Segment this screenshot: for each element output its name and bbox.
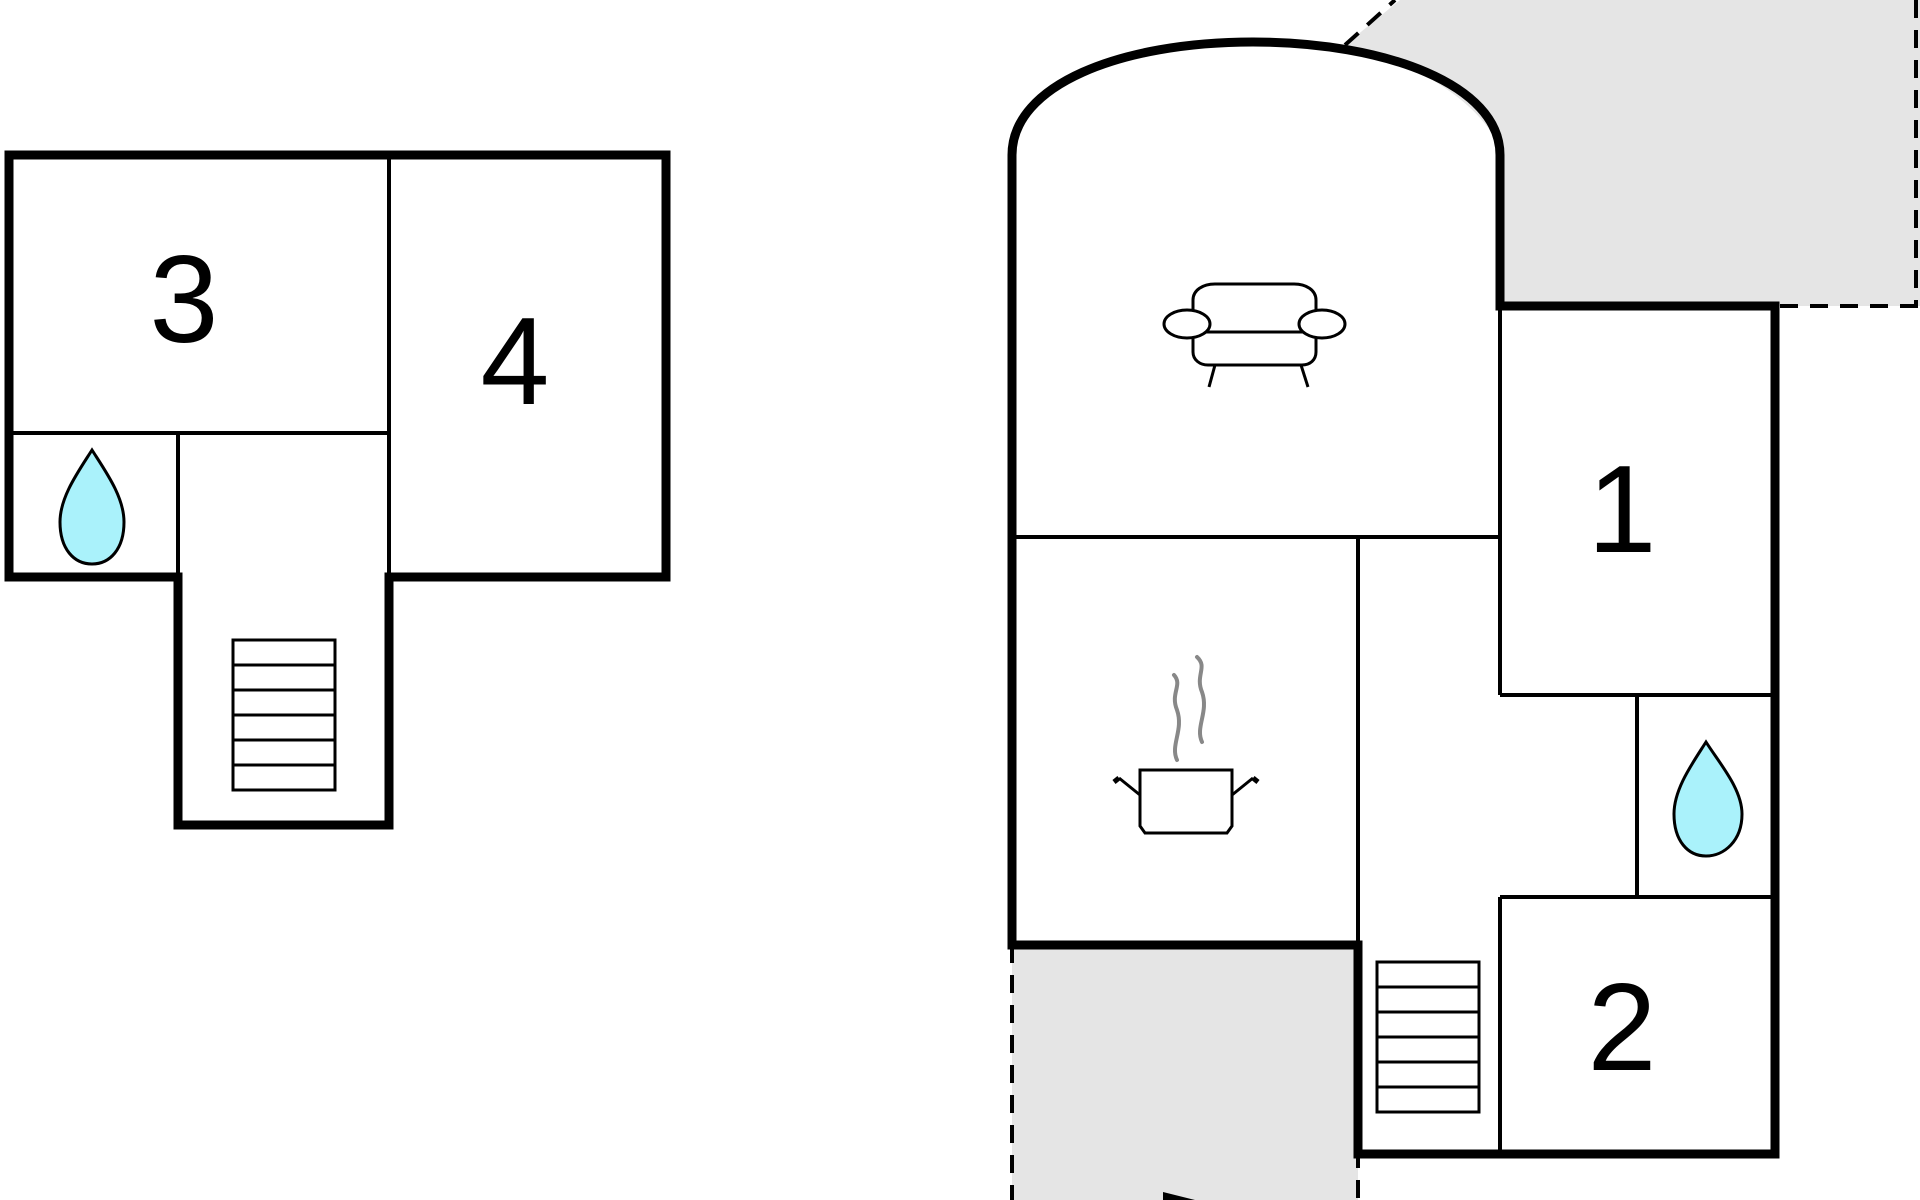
ground-floor-outer-wall	[1007, 37, 1780, 1159]
terrace-top-right	[1343, 0, 1920, 308]
room-label-3: 3	[150, 231, 219, 369]
stairs-icon	[231, 638, 337, 792]
sofa-icon	[1162, 282, 1347, 388]
room-label-1: 1	[1588, 441, 1657, 579]
entrance-arrow-icon	[1163, 1192, 1195, 1200]
terrace-bottom-center	[1010, 945, 1360, 1200]
upper-floor-outer-wall	[4, 150, 671, 830]
room-label-4: 4	[481, 293, 550, 431]
room-label-2: 2	[1588, 959, 1657, 1097]
cooking-pot-icon	[1112, 655, 1260, 835]
upper-floor-plan: 3 4	[4, 150, 671, 830]
stairs-icon	[1375, 960, 1481, 1114]
water-drop-icon	[1672, 739, 1744, 858]
ground-floor-plan: 1 2	[1007, 37, 1780, 1200]
water-drop-icon	[58, 447, 126, 566]
